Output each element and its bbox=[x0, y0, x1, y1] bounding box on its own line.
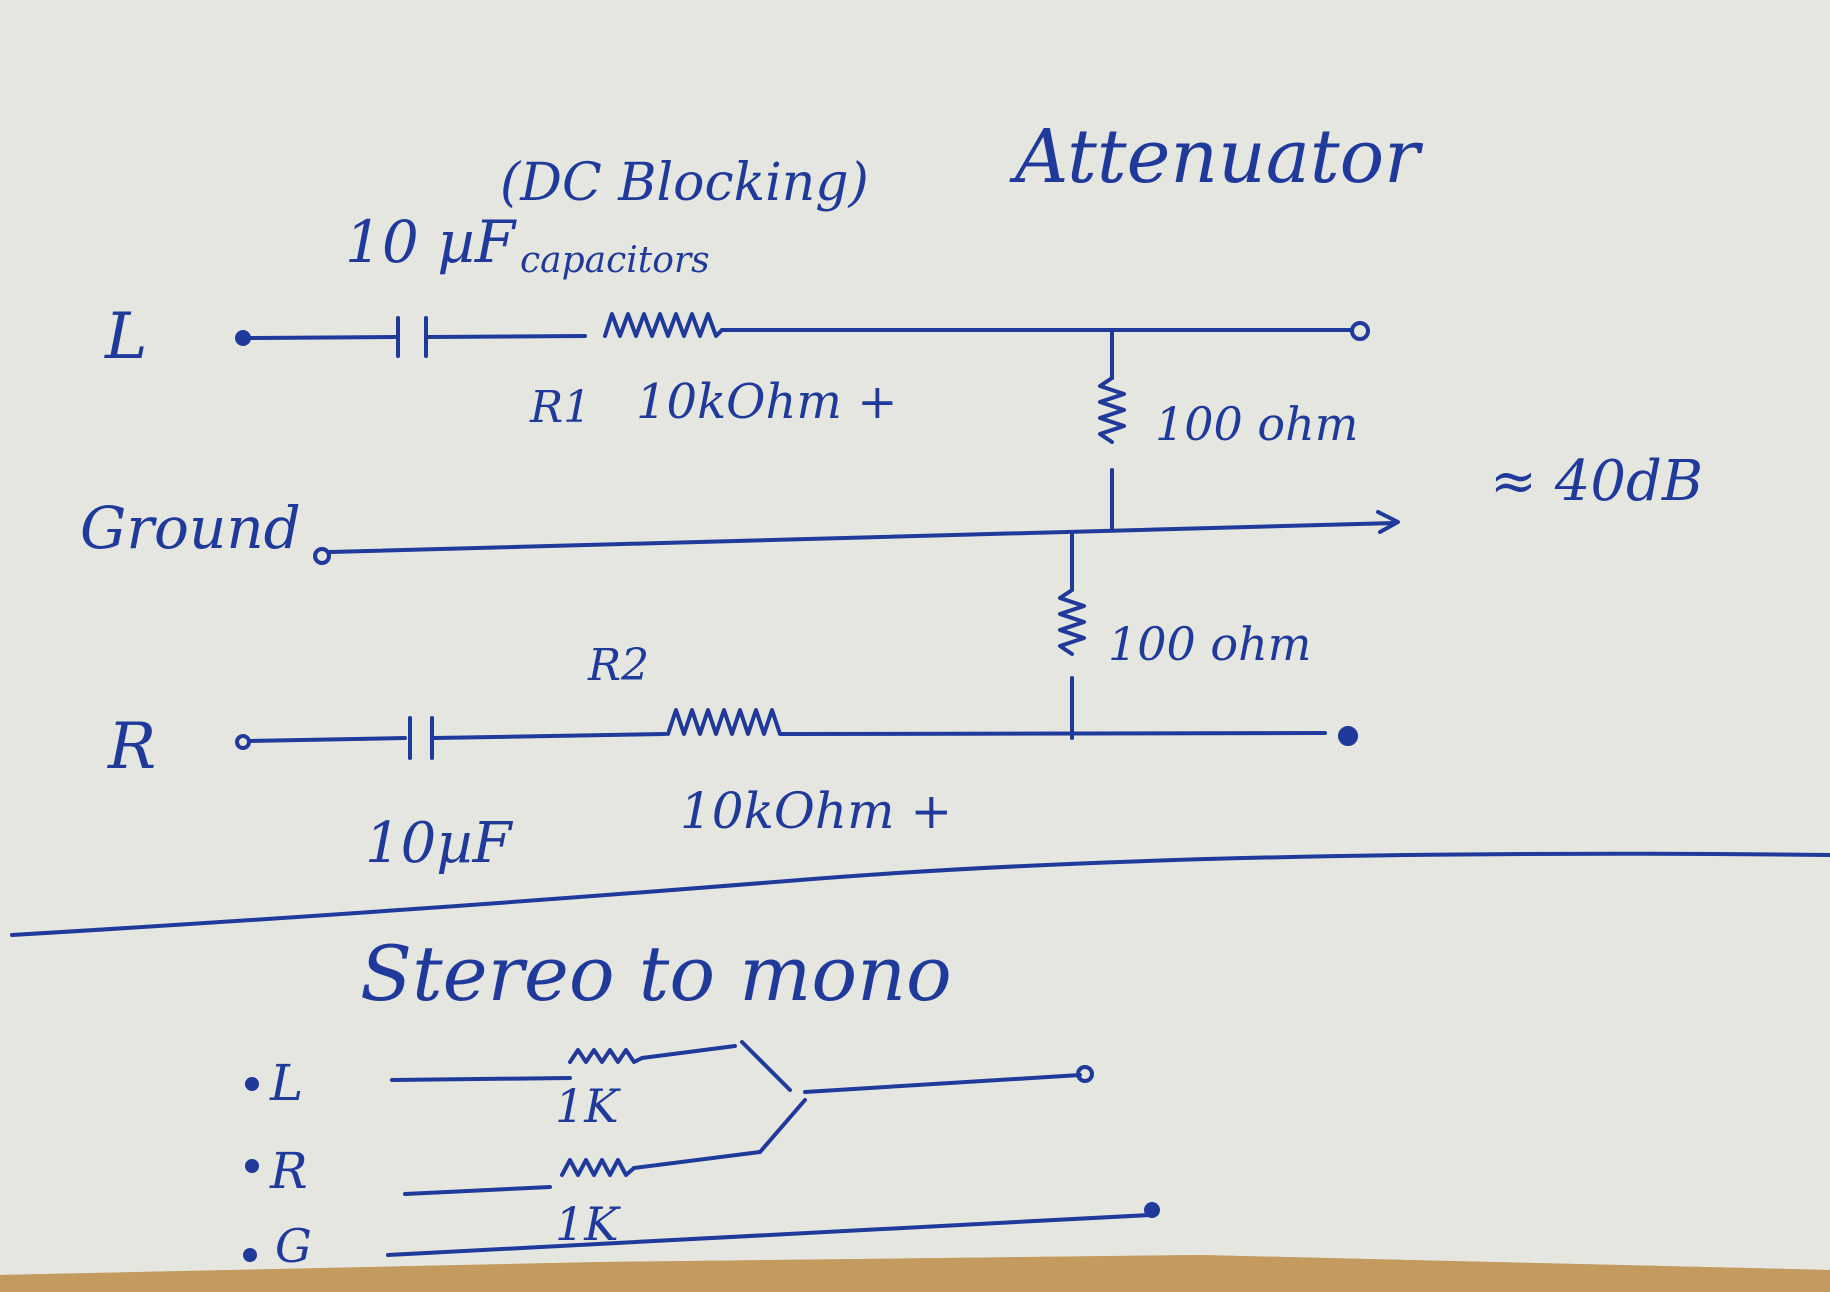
mono-out-terminal bbox=[1076, 1065, 1094, 1083]
shunt-top-value: 100 ohm bbox=[1155, 397, 1358, 451]
cap-note-sub: capacitors bbox=[520, 240, 710, 281]
r-wire-2 bbox=[432, 732, 667, 740]
mono-right-label: R bbox=[269, 1142, 308, 1200]
shunt-top-resistor bbox=[1098, 376, 1126, 444]
mono-r-dot bbox=[245, 1159, 259, 1173]
cap2-value: 10µF bbox=[365, 811, 514, 876]
ground-input-terminal bbox=[313, 547, 331, 565]
left-channel-label: L bbox=[104, 300, 148, 374]
mono-g-dot bbox=[243, 1248, 257, 1262]
attenuation-value: ≈ 40dB bbox=[1490, 449, 1703, 514]
mono-r-diagonal bbox=[758, 1098, 807, 1154]
mono-l-wire-2 bbox=[640, 1044, 737, 1060]
r-wire-3 bbox=[788, 731, 1327, 736]
mono-left-label: L bbox=[269, 1054, 303, 1112]
r1-resistor bbox=[603, 312, 724, 338]
mono-g-wire bbox=[386, 1213, 1152, 1257]
mono-l-dot bbox=[245, 1077, 259, 1091]
shunt-bottom-value: 100 ohm bbox=[1108, 617, 1311, 671]
ground-output-arrow bbox=[1376, 510, 1400, 534]
r2-value: 10kOhm + bbox=[680, 782, 952, 840]
mono-l-resistor bbox=[568, 1048, 644, 1064]
paper-shadow bbox=[0, 1255, 1830, 1292]
r2-resistor bbox=[666, 708, 792, 736]
mono-r-left-value: 1K bbox=[555, 1079, 621, 1133]
r-output-terminal bbox=[1338, 726, 1358, 746]
mono-r-resistor bbox=[560, 1158, 636, 1177]
mono-l-diagonal bbox=[740, 1040, 792, 1092]
l-wire-2 bbox=[426, 334, 587, 339]
right-channel-label: R bbox=[107, 710, 156, 784]
mono-l-wire-1 bbox=[390, 1076, 572, 1082]
mono-title: Stereo to mono bbox=[360, 929, 952, 1018]
r2-label: R2 bbox=[587, 640, 649, 691]
r-wire-1 bbox=[248, 736, 407, 743]
cap-note-paren: (DC Blocking) bbox=[500, 153, 869, 213]
mono-ground-label: G bbox=[275, 1219, 312, 1273]
l-output-terminal bbox=[1350, 321, 1370, 341]
mono-g-terminal bbox=[1144, 1202, 1160, 1218]
l-wire-1 bbox=[248, 335, 397, 340]
r1-label: R1 bbox=[529, 382, 591, 433]
l-input-terminal bbox=[235, 330, 251, 346]
section-separator bbox=[10, 851, 1830, 937]
r1-value: 10kOhm + bbox=[636, 374, 897, 430]
ground-wire bbox=[328, 521, 1397, 554]
cap-note: 10 µF bbox=[345, 208, 517, 276]
ground-label: Ground bbox=[80, 494, 301, 562]
mono-r-wire-2 bbox=[632, 1150, 762, 1170]
attenuator-title: Attenuator bbox=[1009, 114, 1424, 200]
shunt-bottom-resistor bbox=[1058, 588, 1086, 656]
mono-out-wire bbox=[803, 1073, 1082, 1094]
mono-r-wire-1 bbox=[403, 1185, 552, 1196]
mono-r-right-value: 1K bbox=[555, 1197, 621, 1251]
